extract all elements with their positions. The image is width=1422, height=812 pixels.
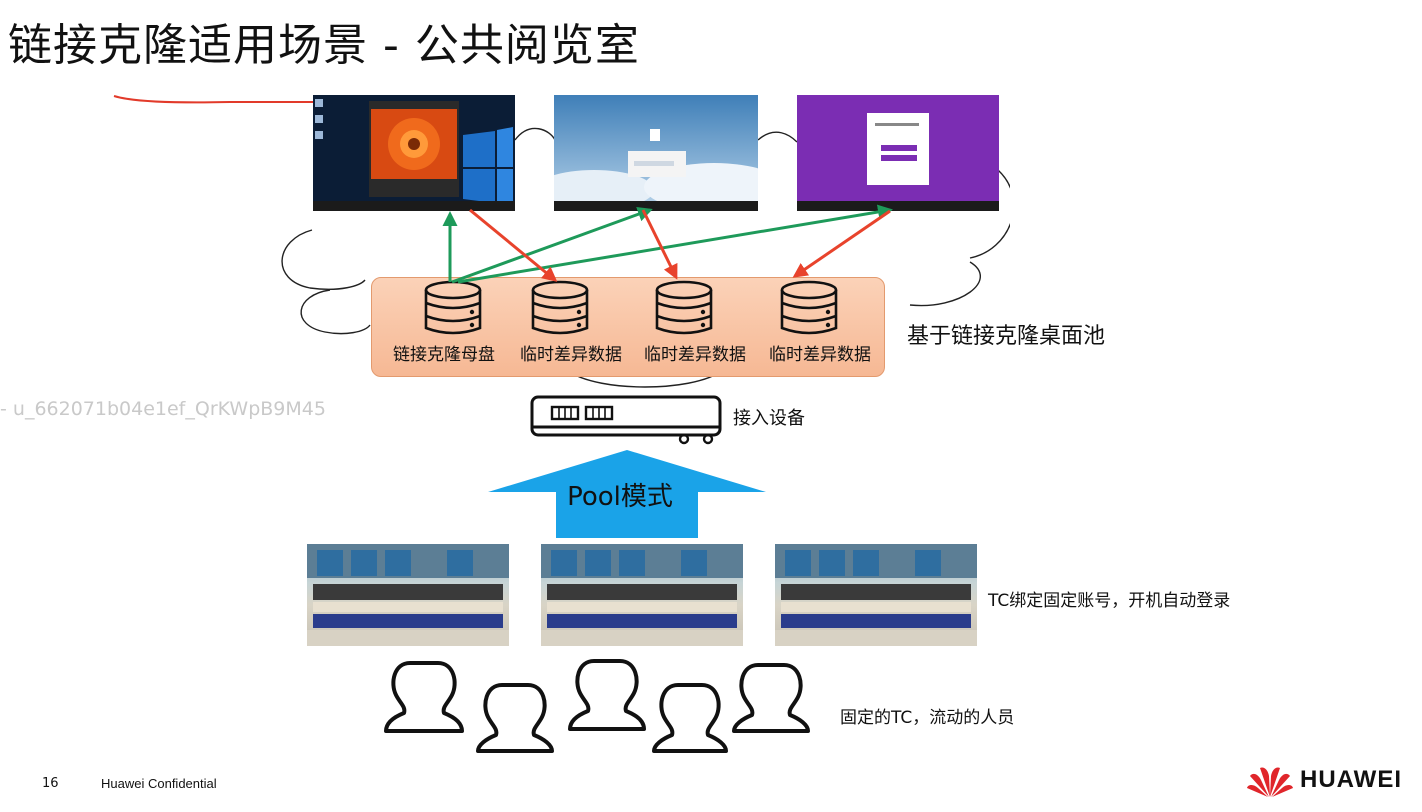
database-icon-master — [424, 280, 482, 335]
disk-label-diff-1: 临时差异数据 — [520, 345, 622, 365]
red-arrow-2 — [641, 209, 678, 280]
pool-mode-label: Pool模式 — [567, 482, 673, 512]
huawei-brand-text: HUAWEI — [1300, 766, 1402, 793]
desktop-screenshot-3 — [797, 95, 999, 211]
database-icon-diff-2 — [655, 280, 713, 335]
disk-label-diff-2: 临时差异数据 — [644, 345, 746, 365]
disk-label-master: 链接克隆母盘 — [393, 345, 495, 365]
users-label: 固定的TC，流动的人员 — [840, 708, 1015, 728]
cloud-outline — [281, 127, 1010, 388]
annotation-stroke — [113, 95, 315, 104]
windows-desktop-image — [313, 95, 515, 211]
person-icon-1 — [384, 661, 464, 733]
database-icon-diff-1 — [531, 280, 589, 335]
red-arrow-3 — [792, 209, 891, 278]
huawei-logo-icon — [1247, 767, 1293, 797]
person-icon-2 — [476, 683, 554, 753]
login-desktop-image — [554, 95, 758, 211]
watermark-text: - u_662071b04e1ef_QrKWpB9M45 — [0, 398, 326, 420]
page-number: 16 — [42, 776, 59, 791]
desktop-pool-box — [371, 277, 885, 377]
pool-label: 基于链接克隆桌面池 — [907, 324, 1106, 349]
confidential-label: Huawei Confidential — [101, 776, 217, 791]
tc-binding-label: TC绑定固定账号，开机自动登录 — [988, 591, 1231, 611]
person-icon-4 — [652, 683, 728, 753]
disk-label-diff-3: 临时差异数据 — [769, 345, 871, 365]
computer-room-photo-2 — [541, 544, 743, 646]
person-icon-5 — [732, 663, 810, 733]
desktop-screenshot-1 — [313, 95, 515, 211]
switch-icon — [530, 395, 722, 445]
database-icon-diff-3 — [780, 280, 838, 335]
green-arrow-2 — [451, 207, 653, 284]
access-device-label: 接入设备 — [733, 408, 805, 429]
desktop-screenshot-2 — [554, 95, 758, 211]
account-desktop-image — [797, 95, 999, 211]
green-arrow-3 — [457, 204, 893, 284]
red-arrow-1 — [469, 208, 558, 282]
pool-mode-arrow — [488, 450, 766, 538]
computer-room-photo-3 — [775, 544, 977, 646]
computer-room-photo-1 — [307, 544, 509, 646]
page-title: 链接克隆适用场景 - 公共阅览室 — [8, 20, 640, 71]
person-icon-3 — [568, 659, 646, 731]
people-icons — [384, 659, 810, 753]
